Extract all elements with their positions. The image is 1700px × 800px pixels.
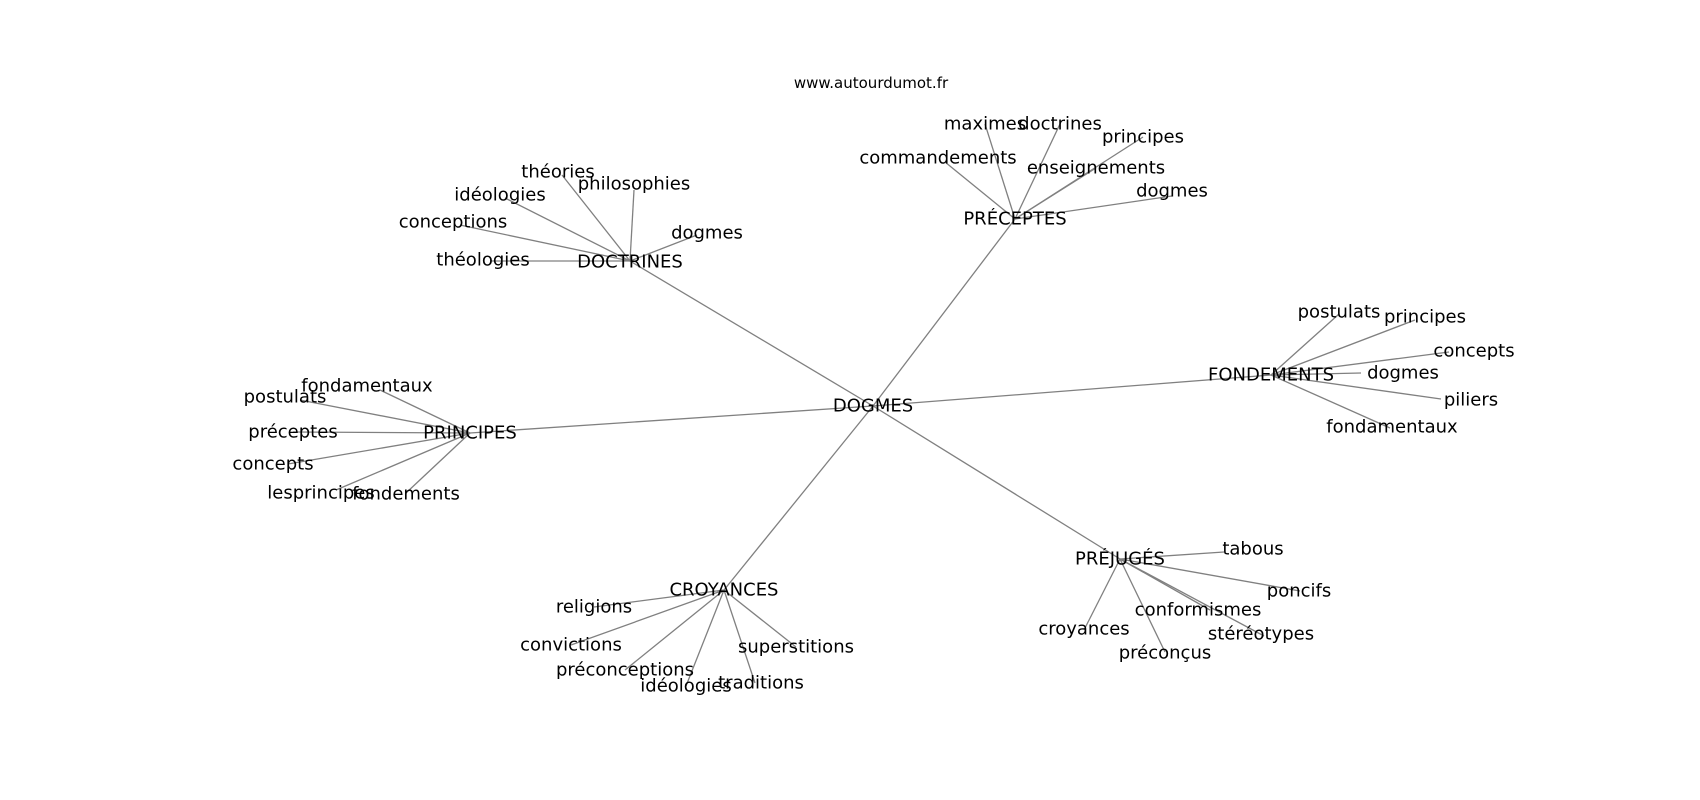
node-leaf-0-2: principes [1102, 127, 1184, 148]
node-leaf-3-3: concepts [232, 454, 313, 475]
edge-center-1 [629, 260, 874, 407]
source-url: www.autourdumot.fr [794, 74, 949, 92]
edge-hub-3-leaf-0 [379, 389, 471, 434]
edge-hub-3-leaf-5 [405, 432, 471, 494]
edge-hub-5-leaf-5 [723, 589, 756, 684]
node-leaf-4-5: préconçus [1119, 643, 1212, 664]
edge-hub-3-leaf-1 [299, 399, 471, 434]
node-hub-2: FONDEMENTS [1208, 365, 1334, 386]
node-leaf-5-4: idéologies [640, 676, 731, 697]
edge-hub-2-leaf-2 [1270, 351, 1450, 376]
edge-hub-0-leaf-0 [984, 123, 1016, 220]
node-leaf-4-4: croyances [1038, 619, 1129, 640]
node-hub-1: DOCTRINES [577, 252, 683, 273]
edge-hub-5-leaf-1 [570, 589, 725, 646]
node-hub-4: PRÉJUGÉS [1075, 548, 1165, 570]
edge-center-2 [872, 374, 1272, 407]
edge-hub-2-leaf-5 [1270, 374, 1391, 429]
edge-hub-0-leaf-4 [1014, 167, 1097, 220]
node-hub-0: PRÉCEPTES [963, 208, 1066, 230]
edge-hub-5-leaf-3 [624, 589, 725, 671]
edge-hub-5-leaf-0 [593, 589, 725, 608]
edge-hub-1-leaf-0 [561, 174, 631, 262]
edge-center-0 [872, 218, 1016, 407]
node-leaf-0-4: enseignements [1027, 158, 1165, 179]
node-leaf-2-4: piliers [1444, 390, 1498, 411]
node-leaf-2-5: fondamentaux [1326, 417, 1458, 438]
edge-hub-1-leaf-1 [629, 189, 635, 262]
edge-hub-4-leaf-4 [1083, 558, 1121, 631]
edge-hub-4-leaf-0 [1119, 551, 1225, 560]
node-leaf-3-0: fondamentaux [301, 376, 433, 397]
edge-hub-1-leaf-4 [629, 234, 698, 262]
edge-hub-3-leaf-4 [335, 432, 471, 491]
edge-hub-5-leaf-4 [685, 589, 725, 687]
node-leaf-2-2: concepts [1433, 341, 1514, 362]
node-leaf-5-3: préconceptions [556, 660, 694, 681]
edge-center-4 [872, 405, 1121, 560]
edge-hub-1-leaf-2 [504, 197, 631, 262]
nodes-layer: DOGMESPRÉCEPTESmaximesdoctrinesprincipes… [232, 114, 1514, 697]
node-leaf-4-3: stéréotypes [1208, 624, 1314, 645]
edge-hub-2-leaf-0 [1270, 313, 1340, 376]
edge-hub-2-leaf-4 [1270, 374, 1442, 400]
node-leaf-5-1: convictions [520, 635, 622, 656]
node-leaf-3-2: préceptes [248, 422, 337, 443]
node-leaf-3-4: lesprincipes [267, 483, 374, 504]
edge-hub-5-leaf-2 [723, 589, 797, 648]
edges-layer [287, 123, 1450, 687]
node-leaf-0-5: dogmes [1136, 181, 1208, 202]
node-leaf-0-3: commandements [859, 148, 1016, 169]
node-leaf-5-0: religions [556, 597, 632, 618]
node-leaf-5-5: traditions [718, 673, 804, 694]
edge-center-3 [469, 405, 874, 434]
node-leaf-4-1: poncifs [1267, 581, 1331, 602]
edge-hub-4-leaf-3 [1119, 558, 1265, 637]
node-leaf-5-2: superstitions [738, 637, 854, 658]
node-leaf-1-3: conceptions [399, 212, 508, 233]
edge-hub-2-leaf-3 [1270, 372, 1362, 376]
node-leaf-0-0: maximes [944, 114, 1026, 135]
node-leaf-3-5: fondements [352, 484, 460, 505]
node-hub-5: CROYANCES [669, 580, 778, 601]
edge-hub-0-leaf-3 [944, 161, 1016, 220]
node-leaf-2-3: dogmes [1367, 363, 1439, 384]
node-leaf-1-2: idéologies [454, 185, 545, 206]
node-leaf-4-2: conformismes [1135, 600, 1262, 621]
node-leaf-3-1: postulats [244, 387, 327, 408]
node-leaf-0-1: doctrines [1018, 114, 1102, 135]
node-leaf-2-1: principes [1384, 307, 1466, 328]
node-hub-3: PRINCIPES [423, 423, 517, 444]
edge-hub-0-leaf-1 [1014, 123, 1061, 220]
node-center: DOGMES [833, 396, 913, 417]
edge-center-5 [723, 405, 874, 591]
edge-hub-4-leaf-5 [1119, 558, 1166, 653]
node-leaf-2-0: postulats [1298, 302, 1381, 323]
edge-hub-3-leaf-3 [287, 432, 471, 465]
node-leaf-4-0: tabous [1222, 539, 1283, 560]
edge-hub-3-leaf-2 [292, 431, 471, 434]
node-leaf-1-0: théories [521, 162, 594, 183]
edge-hub-2-leaf-1 [1270, 319, 1416, 376]
node-leaf-1-5: théologies [436, 250, 529, 271]
edge-hub-0-leaf-5 [1014, 195, 1173, 220]
edge-hub-4-leaf-1 [1119, 558, 1301, 592]
node-leaf-1-4: dogmes [671, 223, 743, 244]
node-leaf-1-1: philosophies [578, 174, 691, 195]
edge-hub-1-leaf-3 [459, 224, 631, 262]
